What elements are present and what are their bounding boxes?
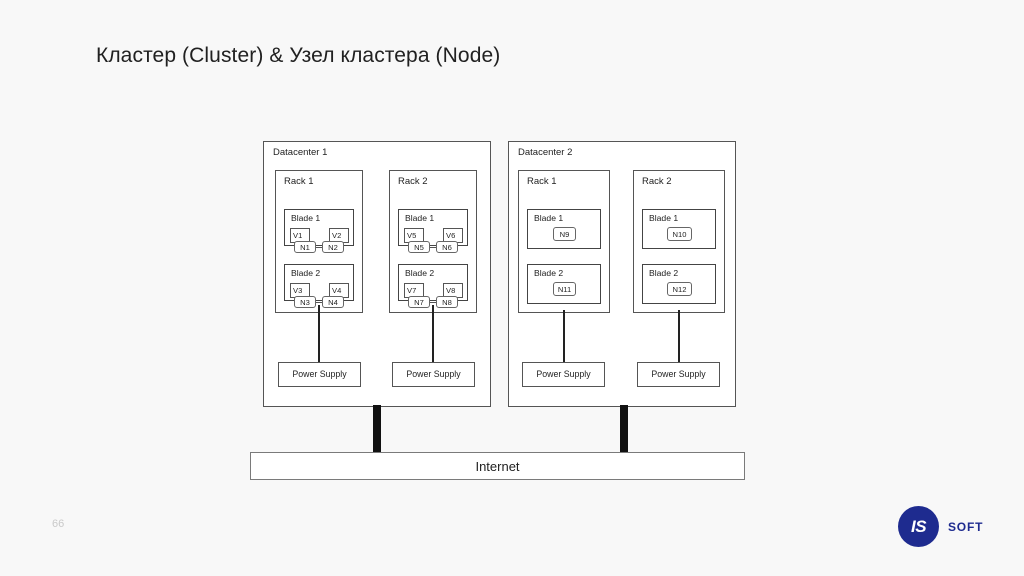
datacenter-2-rack-2-label: Rack 2 bbox=[642, 176, 672, 187]
power-supply-dc1-rack-2[interactable]: Power Supply bbox=[392, 362, 475, 387]
rack-power-link-dc2-r2 bbox=[678, 310, 680, 362]
connector-n5-n6 bbox=[430, 247, 436, 249]
rack-power-link-dc2-r1 bbox=[563, 310, 565, 362]
datacenter-1-rack-2-blade-1-label: Blade 1 bbox=[405, 213, 435, 223]
datacenter-2-label: Datacenter 2 bbox=[518, 147, 573, 158]
rack-power-link-dc1-r2 bbox=[432, 305, 434, 363]
connector-n1-n2 bbox=[316, 247, 322, 249]
page-title: Кластер (Cluster) & Узел кластера (Node) bbox=[96, 44, 501, 67]
datacenter-1-rack-1-blade-1-label: Blade 1 bbox=[291, 213, 321, 223]
node-n9[interactable]: N9 bbox=[553, 227, 576, 241]
internet-bar[interactable]: Internet bbox=[250, 452, 745, 480]
connector-n3-n4 bbox=[316, 302, 322, 304]
datacenter-2-rack-1-label: Rack 1 bbox=[527, 176, 557, 187]
vm-v3[interactable]: V3 bbox=[290, 283, 310, 298]
node-n4[interactable]: N4 bbox=[322, 296, 344, 308]
datacenter-2-rack-2-blade-2-label: Blade 2 bbox=[649, 268, 679, 278]
datacenter-2-rack-1-blade-2-label: Blade 2 bbox=[534, 268, 564, 278]
datacenter-1-rack-2-label: Rack 2 bbox=[398, 176, 428, 187]
node-n11[interactable]: N11 bbox=[553, 282, 576, 296]
datacenter-2-rack-1-blade-1-label: Blade 1 bbox=[534, 213, 564, 223]
node-n3[interactable]: N3 bbox=[294, 296, 316, 308]
node-n12[interactable]: N12 bbox=[667, 282, 692, 296]
datacenter-1-rack-2-blade-2-label: Blade 2 bbox=[405, 268, 435, 278]
vm-v7[interactable]: V7 bbox=[404, 283, 424, 298]
node-n6[interactable]: N6 bbox=[436, 241, 458, 253]
power-supply-dc1-rack-1[interactable]: Power Supply bbox=[278, 362, 361, 387]
node-n8[interactable]: N8 bbox=[436, 296, 458, 308]
node-n1[interactable]: N1 bbox=[294, 241, 316, 253]
rack-power-link-dc1-r1 bbox=[318, 305, 320, 363]
power-supply-dc2-rack-2[interactable]: Power Supply bbox=[637, 362, 720, 387]
internet-label: Internet bbox=[475, 458, 520, 474]
datacenter-1-label: Datacenter 1 bbox=[273, 147, 328, 158]
brand-logo: IS SOFT bbox=[898, 506, 983, 547]
node-n5[interactable]: N5 bbox=[408, 241, 430, 253]
datacenter-1-rack-1-blade-2-label: Blade 2 bbox=[291, 268, 321, 278]
power-supply-dc2-rack-1[interactable]: Power Supply bbox=[522, 362, 605, 387]
uplink-datacenter-1 bbox=[373, 405, 381, 457]
brand-wordmark: SOFT bbox=[948, 519, 984, 534]
node-n10[interactable]: N10 bbox=[667, 227, 692, 241]
connector-n7-n8 bbox=[430, 302, 436, 304]
node-n7[interactable]: N7 bbox=[408, 296, 430, 308]
datacenter-2-rack-2-blade-1-label: Blade 1 bbox=[649, 213, 679, 223]
node-n2[interactable]: N2 bbox=[322, 241, 344, 253]
uplink-datacenter-2 bbox=[620, 405, 628, 457]
page-number: 66 bbox=[52, 518, 65, 530]
is-logo-icon: IS bbox=[898, 506, 939, 547]
datacenter-1-rack-1-label: Rack 1 bbox=[284, 176, 314, 187]
